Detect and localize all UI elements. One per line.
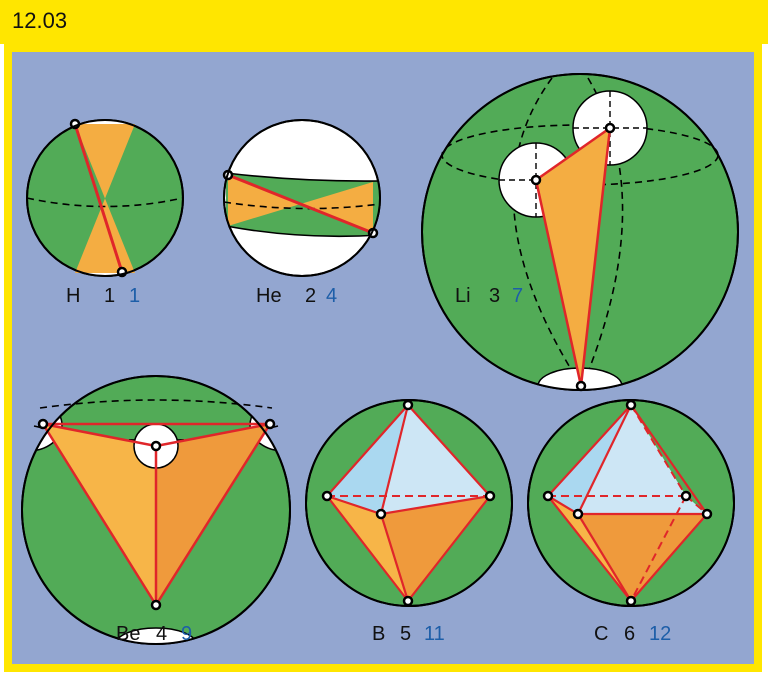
point-count: 1 xyxy=(129,285,140,307)
element-symbol: C xyxy=(594,623,608,645)
point-count: 11 xyxy=(424,623,445,645)
label-hydrogen: H 1 1 xyxy=(66,285,140,307)
point-count: 4 xyxy=(326,285,337,307)
header-bar: 12.03 xyxy=(0,0,768,44)
point-count: 12 xyxy=(649,623,671,645)
element-symbol: Li xyxy=(455,285,471,307)
label-helium: He 2 4 xyxy=(256,285,337,307)
label-lithium: Li 3 7 xyxy=(455,285,523,307)
atomic-number: 4 xyxy=(156,623,167,645)
label-boron: B 5 11 xyxy=(372,623,445,645)
atomic-number: 6 xyxy=(624,623,635,645)
label-beryllium: Be 4 9 xyxy=(116,623,192,645)
point-count: 9 xyxy=(181,623,192,645)
sphere-helium xyxy=(222,119,381,277)
element-symbol: He xyxy=(256,285,282,307)
element-symbol: Be xyxy=(116,623,140,645)
point-count: 7 xyxy=(512,285,523,307)
page-number: 12.03 xyxy=(12,8,68,33)
label-carbon: C 6 12 xyxy=(594,623,671,645)
atomic-number: 5 xyxy=(400,623,411,645)
element-symbol: H xyxy=(66,285,80,307)
atomic-number: 3 xyxy=(489,285,500,307)
element-symbol: B xyxy=(372,623,385,645)
sphere-boron xyxy=(305,399,513,607)
atomic-number: 2 xyxy=(305,285,316,307)
atomic-number: 1 xyxy=(104,285,115,307)
sphere-carbon xyxy=(527,399,735,607)
sphere-hydrogen xyxy=(26,118,184,278)
sphere-lithium xyxy=(421,73,739,392)
